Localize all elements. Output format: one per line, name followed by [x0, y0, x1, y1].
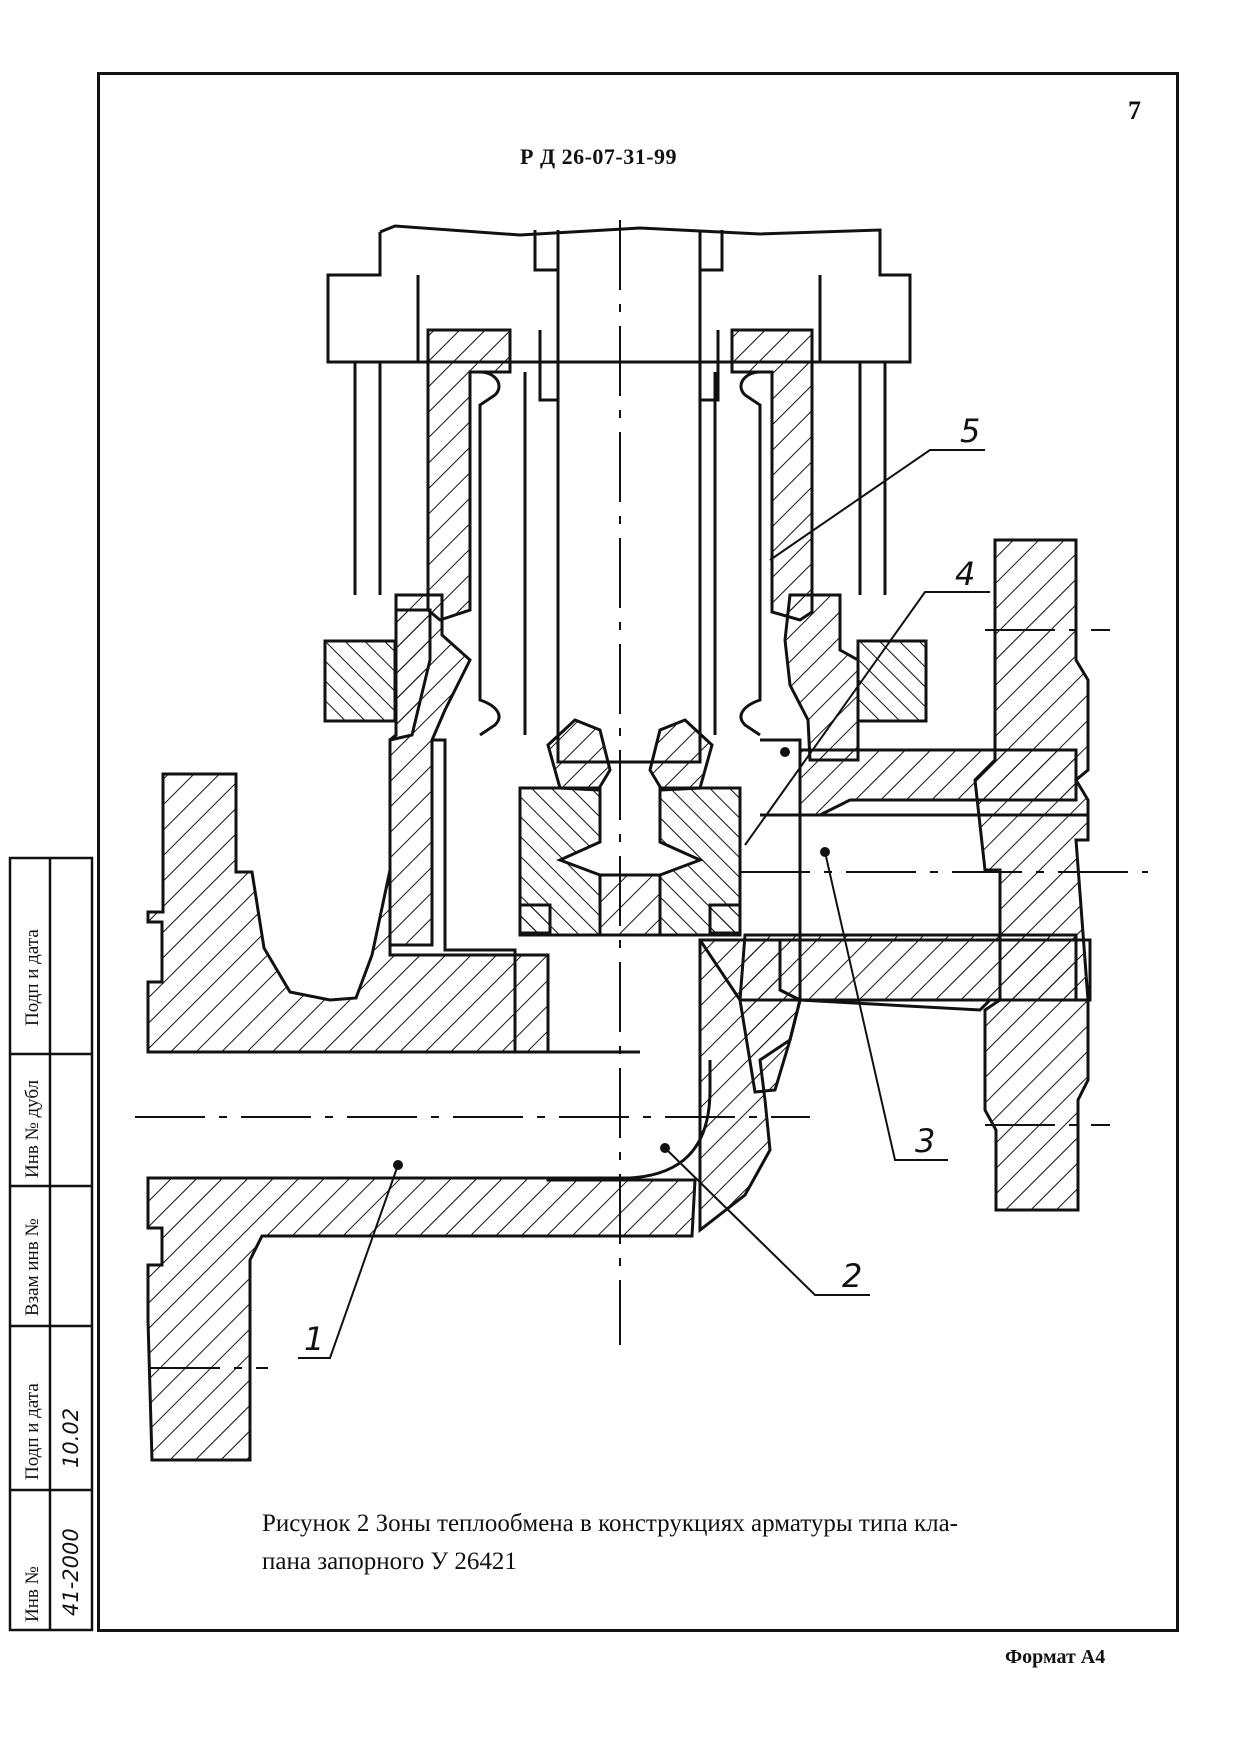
- stamp-row-1: Подп и дата: [22, 929, 43, 1026]
- callout-1: 1: [304, 1320, 324, 1358]
- callout-4: 4: [955, 555, 975, 593]
- right-flange: [973, 538, 1090, 1212]
- stem-collar-right: [700, 230, 724, 402]
- stem-tip-left: [546, 718, 612, 792]
- leader-4: [744, 591, 990, 846]
- right-pipe-lower: [738, 933, 1078, 1094]
- bellows-left: [478, 370, 527, 737]
- pipe-right-channel: [760, 813, 1088, 937]
- seal-right: [708, 903, 742, 935]
- inner-chamber: [432, 738, 802, 1052]
- leader-lines: [298, 449, 990, 1359]
- left-sleeve: [426, 328, 512, 622]
- page-number: 7: [1128, 96, 1141, 125]
- stamp-date: 10.02: [59, 1408, 83, 1468]
- right-sleeve: [730, 328, 814, 622]
- bellows-right: [713, 370, 762, 737]
- stamp-row-2: Инв № дубл: [22, 1079, 43, 1178]
- stamp-inv-number: 41-2000: [59, 1528, 83, 1616]
- format-label: Формат А4: [1005, 1646, 1106, 1668]
- bonnet-right: [783, 593, 860, 762]
- callout-labels: 1 2 3 4 5: [304, 412, 980, 1358]
- stem-tip-right: [648, 718, 714, 792]
- callout-3: 3: [915, 1122, 935, 1160]
- leader-1: [298, 1164, 399, 1359]
- bonnet-left: [388, 593, 472, 947]
- seal-left: [518, 903, 552, 935]
- caption-line-2: пана запорного У 26421: [262, 1548, 517, 1575]
- stamp-row-3: Взам инв №: [22, 1218, 43, 1316]
- drawing-frame: [97, 72, 1179, 1632]
- leader-5: [769, 449, 985, 561]
- disc-center: [598, 873, 662, 937]
- left-flange-lower: [146, 1176, 697, 1462]
- left-nut: [323, 639, 397, 723]
- disc-left: [518, 786, 602, 937]
- side-stamp: Подп и дата Инв № дубл Взам инв № Подп и…: [8, 856, 94, 1632]
- stamp-row-5: Инв №: [22, 1566, 43, 1622]
- leader-3: [824, 851, 948, 1161]
- leader-2: [664, 1147, 870, 1296]
- stem: [556, 230, 702, 764]
- pipe-left-channel: [148, 1050, 712, 1180]
- callout-2: 2: [842, 1257, 862, 1295]
- outlines: [148, 224, 1088, 1180]
- stamp-row-4: Подп и дата: [22, 1383, 43, 1480]
- caption-line-1: Рисунок 2 Зоны теплообмена в конструкция…: [262, 1510, 959, 1537]
- document-code: Р Д 26-07-31-99: [520, 144, 678, 169]
- valve-body: [146, 328, 1092, 1462]
- callout-5: 5: [960, 412, 980, 450]
- stem-collar-left: [533, 230, 558, 402]
- centerlines: [135, 220, 1148, 1369]
- figure-caption: Рисунок 2 Зоны теплообмена в конструкция…: [262, 1505, 958, 1581]
- right-nut: [856, 639, 928, 723]
